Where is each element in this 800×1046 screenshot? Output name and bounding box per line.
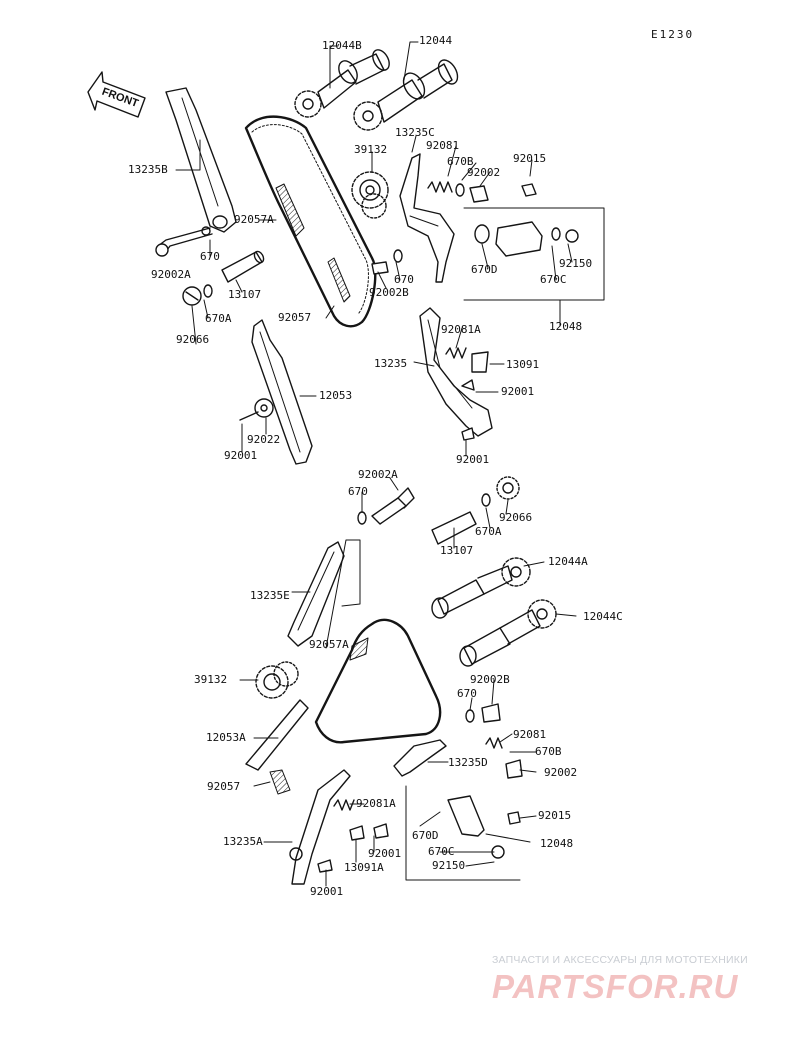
guide-13235b <box>165 87 237 233</box>
label-92001-lower: 92001 <box>368 847 402 860</box>
guide-13235e <box>287 541 345 647</box>
label-670b: 670B <box>447 155 474 168</box>
camshaft-12044 <box>353 59 459 131</box>
front-label-svg: FRONT <box>100 86 140 110</box>
label-670a-lower: 670A <box>475 525 502 538</box>
guide-12053a <box>245 699 309 771</box>
front-label: FRONT <box>100 86 140 110</box>
tensioner-guide-13235 <box>419 307 493 437</box>
label-13235a: 13235A <box>223 835 263 848</box>
camshaft-12044b <box>294 49 390 118</box>
label-670c-lower: 670C <box>428 845 455 858</box>
label-13235d: 13235D <box>448 756 488 769</box>
tensioner-12048-lower <box>447 795 485 837</box>
label-39132-lower: 39132 <box>194 673 228 686</box>
label-670c: 670C <box>540 273 567 286</box>
label-92002b-lower: 92002B <box>470 673 510 686</box>
label-92001-b: 92001 <box>224 449 258 462</box>
label-670: 670 <box>200 250 220 263</box>
label-12053a: 12053A <box>206 731 246 744</box>
label-92002a-lower: 92002A <box>358 468 398 481</box>
label-92001: 92001 <box>501 385 535 398</box>
label-670d-lower: 670D <box>412 829 439 842</box>
front-arrow-icon <box>87 71 146 118</box>
label-12048: 12048 <box>549 320 583 333</box>
label-13235c: 13235C <box>395 126 435 139</box>
watermark-logo: PARTSFOR.RU <box>492 968 739 1005</box>
label-12053: 12053 <box>319 389 353 402</box>
tensioner-lever-13235d <box>393 739 447 777</box>
cam-chain-lower <box>314 618 442 744</box>
bolt-92002a <box>155 226 213 257</box>
label-670a: 670A <box>205 312 232 325</box>
guide-12053 <box>251 319 313 465</box>
camshaft-12044c <box>459 599 557 667</box>
label-13235b: 13235B <box>128 163 168 176</box>
label-13235e: 13235E <box>250 589 290 602</box>
label-92002b: 92002B <box>369 286 409 299</box>
label-12044: 12044 <box>419 34 453 47</box>
label-12044c: 12044C <box>583 610 623 623</box>
pin-13107 <box>221 251 263 283</box>
label-92002-lower: 92002 <box>544 766 578 779</box>
label-39132: 39132 <box>354 143 388 156</box>
label-92150-lower: 92150 <box>432 859 466 872</box>
label-670-lower-b: 670 <box>457 687 477 700</box>
label-92081a-lower: 92081A <box>356 797 396 810</box>
label-92066: 92066 <box>176 333 210 346</box>
label-92081a: 92081A <box>441 323 481 336</box>
label-92081-lower: 92081 <box>513 728 547 741</box>
label-12048-lower: 12048 <box>540 837 574 850</box>
label-92001-lower-b: 92001 <box>310 885 344 898</box>
watermark-tagline: ЗАПЧАСТИ И АКСЕССУАРЫ ДЛЯ МОТОТЕХНИКИ <box>492 954 748 966</box>
tensioner-guide-13235a <box>291 769 351 885</box>
tensioner-lever-13235c <box>399 153 455 283</box>
label-92057: 92057 <box>278 311 312 324</box>
label-92057-lower: 92057 <box>207 780 241 793</box>
diagram-code: E1230 <box>651 28 695 41</box>
label-13091: 13091 <box>506 358 540 371</box>
label-670d: 670D <box>471 263 498 276</box>
label-92057a: 92057A <box>234 213 274 226</box>
label-12044b: 12044B <box>322 39 362 52</box>
spring-92081 <box>427 181 453 193</box>
label-92002a: 92002A <box>151 268 191 281</box>
label-92057a-lower: 92057A <box>309 638 349 651</box>
label-670-lower: 670 <box>348 485 368 498</box>
idler-gear-39132-lower <box>255 665 289 699</box>
label-13107-lower: 13107 <box>440 544 474 557</box>
camshaft-12044a <box>431 557 531 619</box>
label-13091a: 13091A <box>344 861 384 874</box>
label-670b-lower: 670B <box>535 745 562 758</box>
tensioner-12048 <box>495 221 543 257</box>
idler-gear-39132 <box>351 171 389 219</box>
label-92066-lower: 92066 <box>499 511 533 524</box>
bolt-92002a-lower <box>371 497 407 525</box>
label-670-b: 670 <box>394 273 414 286</box>
label-13107: 13107 <box>228 288 262 301</box>
label-92022: 92022 <box>247 433 281 446</box>
label-92015: 92015 <box>513 152 547 165</box>
label-12044a: 12044A <box>548 555 588 568</box>
cam-chain-upper <box>244 115 377 328</box>
label-92150: 92150 <box>559 257 593 270</box>
label-92002: 92002 <box>467 166 501 179</box>
label-13235: 13235 <box>374 357 408 370</box>
label-92001-c: 92001 <box>456 453 490 466</box>
label-92015-lower: 92015 <box>538 809 572 822</box>
label-92081: 92081 <box>426 139 460 152</box>
